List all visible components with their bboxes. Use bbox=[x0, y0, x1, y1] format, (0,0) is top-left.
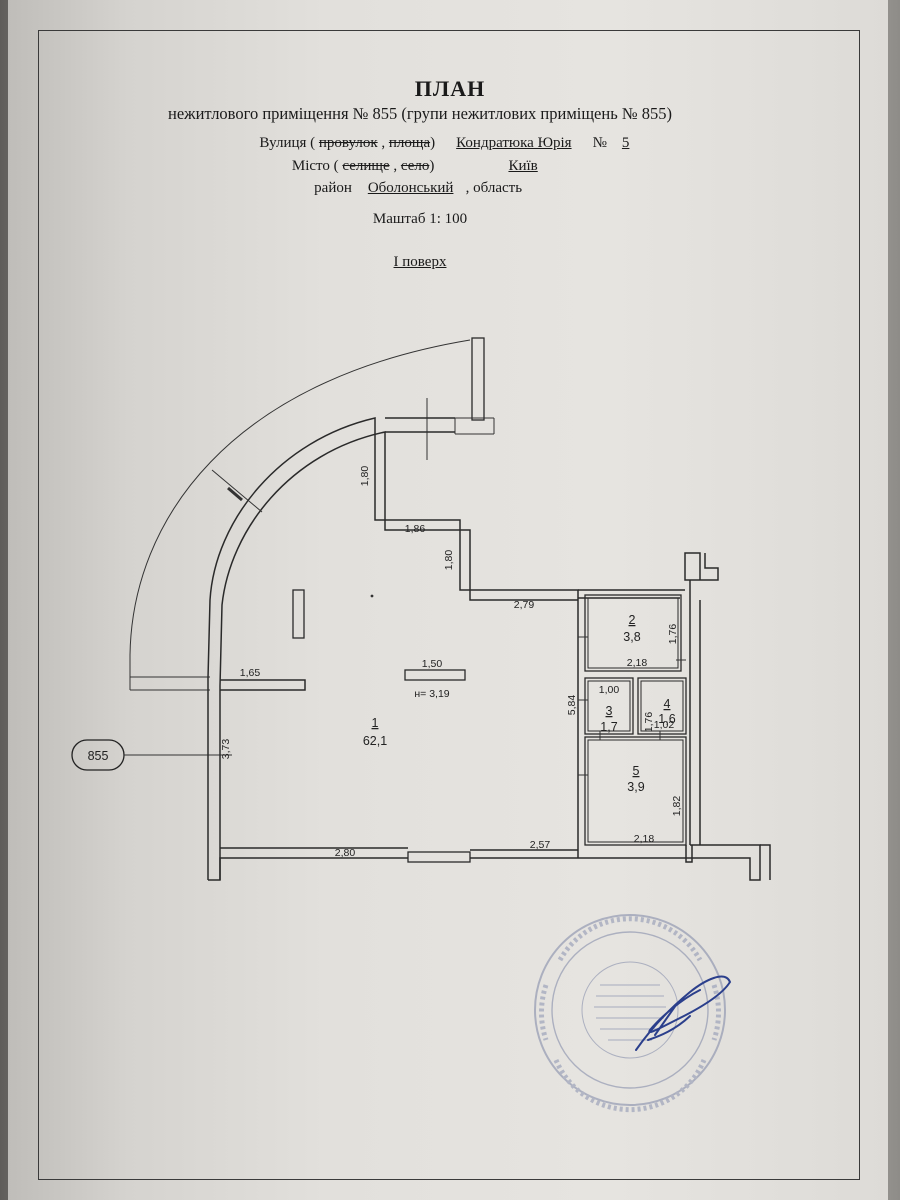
room-3-area: 1,7 bbox=[600, 720, 617, 734]
dim-2-79: 2,79 bbox=[514, 599, 535, 611]
document-sheet bbox=[8, 0, 888, 1200]
dim-3-73: 3,73 bbox=[220, 739, 232, 760]
street-value: Кондратюка Юрія bbox=[456, 135, 572, 151]
city-value: Київ bbox=[508, 158, 538, 174]
street-sep: , bbox=[381, 135, 386, 151]
dim-1-80-top: 1,80 bbox=[359, 466, 371, 487]
district-value: Оболонський bbox=[367, 180, 454, 196]
street-close: ) bbox=[430, 135, 436, 151]
document-title: ПЛАН bbox=[414, 76, 486, 101]
dim-1-65: 1,65 bbox=[240, 667, 261, 679]
dim-5-84: 5,84 bbox=[566, 695, 578, 716]
dim-1-50: 1,50 bbox=[422, 658, 443, 670]
dim-2-18-room2: 2,18 bbox=[627, 657, 648, 669]
ceiling-height-note: н= 3,19 bbox=[414, 688, 449, 700]
dim-1-80-mid: 1,80 bbox=[443, 550, 455, 571]
district-label: район bbox=[314, 180, 352, 196]
room-4-area: 1,6 bbox=[658, 712, 675, 726]
number-value: 5 bbox=[621, 135, 630, 151]
district-line: район Оболонський , область bbox=[0, 180, 900, 197]
signature bbox=[635, 975, 732, 1051]
dim-1-86: 1,86 bbox=[405, 523, 426, 535]
scale-note: Маштаб 1: 100 bbox=[372, 211, 468, 227]
room-1-number: 1 bbox=[372, 716, 379, 730]
street-struck-1: провулок bbox=[318, 135, 378, 151]
service-rooms bbox=[578, 594, 687, 846]
dim-1-76-room4: 1,76 bbox=[643, 712, 655, 733]
number-label: № bbox=[592, 135, 607, 151]
page-frame bbox=[38, 30, 860, 1180]
outer-terrace-boundary bbox=[129, 337, 495, 691]
city-struck-1: селище bbox=[342, 158, 390, 174]
room-5-area: 3,9 bbox=[627, 780, 644, 794]
room-1-area: 62,1 bbox=[363, 734, 387, 748]
dimension-labels: 1,80 1,86 1,80 2,79 1,65 1,50 н= 3,19 3,… bbox=[220, 466, 683, 859]
document-subtitle: нежитлового приміщення № 855 (групи нежи… bbox=[168, 104, 672, 123]
room-3-number: 3 bbox=[606, 704, 613, 718]
street-prefix: Вулиця ( bbox=[259, 135, 316, 151]
region-label: , область bbox=[465, 180, 523, 196]
room-5-number: 5 bbox=[633, 764, 640, 778]
curved-wall-marks bbox=[211, 469, 263, 513]
street-line: Вулиця ( провулок , площа) Кондратюка Юр… bbox=[0, 135, 900, 152]
dim-1-82: 1,82 bbox=[671, 796, 683, 817]
room-1-fixtures bbox=[292, 589, 466, 681]
exterior-walls bbox=[207, 417, 771, 881]
official-stamp bbox=[534, 914, 726, 1113]
dim-1-00: 1,00 bbox=[599, 684, 620, 696]
city-prefix: Місто ( bbox=[291, 158, 339, 174]
room-labels: 1 62,1 2 3,8 3 1,7 4 1,6 5 3,9 bbox=[363, 613, 676, 794]
room-4-number: 4 bbox=[664, 697, 671, 711]
dim-2-57: 2,57 bbox=[530, 839, 551, 851]
city-sep: , bbox=[393, 158, 398, 174]
dim-2-18-room5: 2,18 bbox=[634, 833, 655, 845]
city-struck-2: село bbox=[400, 158, 430, 174]
dim-1-76-room2: 1,76 bbox=[667, 624, 679, 645]
street-struck-2: площа bbox=[388, 135, 431, 151]
city-close: ) bbox=[429, 158, 435, 174]
city-line: Місто ( селище , село) Київ bbox=[0, 158, 900, 175]
dim-1-02: 1,02 bbox=[654, 719, 675, 731]
dim-2-80: 2,80 bbox=[335, 847, 356, 859]
floor-label: І поверх bbox=[393, 254, 447, 270]
unit-callout: 855 bbox=[71, 739, 232, 771]
room-2-area: 3,8 bbox=[623, 630, 640, 644]
callout-label: 855 bbox=[88, 749, 109, 763]
room-2-number: 2 bbox=[629, 613, 636, 627]
